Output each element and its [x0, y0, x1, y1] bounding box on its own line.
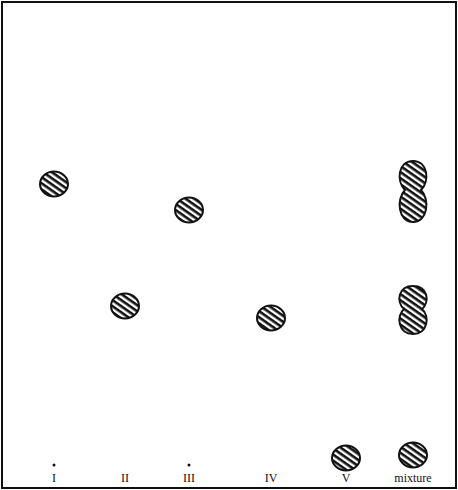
lane-label: V — [342, 472, 351, 484]
spot — [399, 443, 427, 468]
spot — [399, 286, 426, 334]
spots — [40, 161, 427, 471]
spot — [332, 446, 360, 471]
mixture-label: mixture — [394, 472, 431, 484]
lane-label: II — [121, 472, 129, 484]
spot — [111, 294, 139, 319]
spot — [400, 161, 427, 222]
spot — [257, 306, 285, 331]
lane-label: III — [183, 472, 195, 484]
spot — [40, 172, 68, 197]
origin-dot — [53, 464, 56, 467]
lane-label: I — [52, 472, 56, 484]
lane-label: IV — [265, 472, 278, 484]
origin-dot — [188, 464, 191, 467]
spot — [175, 198, 203, 223]
